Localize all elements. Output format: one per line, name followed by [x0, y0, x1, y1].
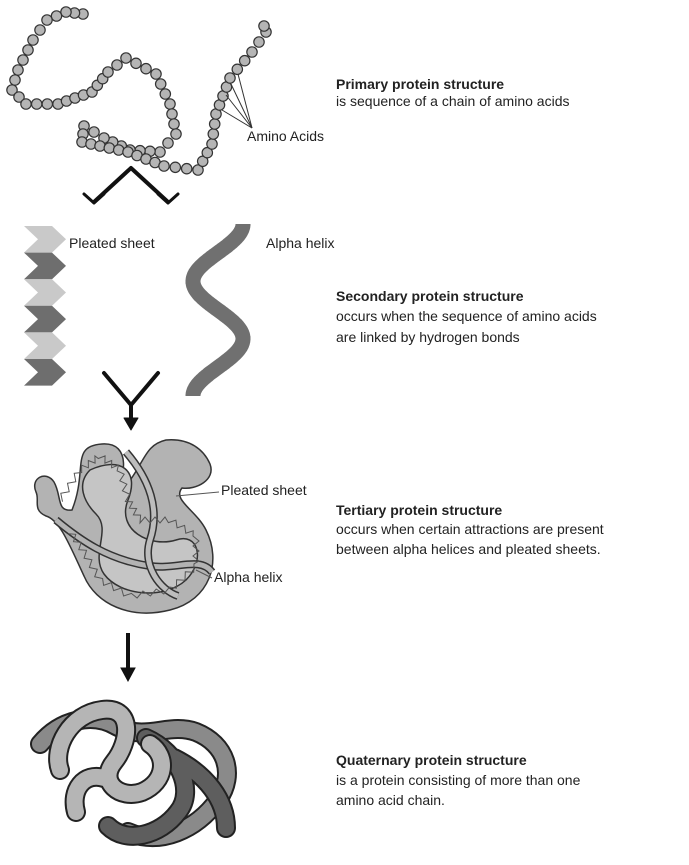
amino-acid-bead — [60, 6, 72, 18]
amino-acid-bead — [120, 52, 132, 64]
amino-acid-bead — [154, 146, 166, 158]
amino-acid-chain — [6, 6, 272, 176]
pleated-sheet-segment — [24, 279, 66, 306]
down-arrow — [120, 633, 136, 683]
amino-acid-bead — [246, 46, 258, 58]
primary-title: Primary protein structure — [336, 76, 504, 92]
amino-acid-bead — [169, 161, 182, 174]
amino-acid-bead — [17, 54, 29, 66]
tertiary-structure-text: Tertiary protein structure occurs when c… — [336, 502, 604, 557]
secondary-line-1: occurs when the sequence of amino acids — [336, 308, 597, 324]
quaternary-line-2: amino acid chain. — [336, 792, 445, 808]
amino-acids-label: Amino Acids — [247, 128, 324, 144]
amino-acid-bead — [27, 34, 39, 46]
tertiary-protein-shape — [33, 439, 220, 614]
pleated-sheet-segment — [24, 226, 66, 253]
amino-acid-bead — [164, 98, 176, 110]
amino-acid-bead — [30, 98, 43, 110]
pleated-sheet-segment — [24, 359, 66, 386]
amino-acid-bead — [170, 128, 182, 140]
amino-acid-bead — [162, 137, 174, 149]
amino-acid-bead — [12, 64, 24, 76]
amino-acid-bead — [159, 88, 172, 100]
secondary-title: Secondary protein structure — [336, 288, 524, 304]
amino-acids-pointer-lines — [221, 73, 253, 129]
pleated-sheet-label: Pleated sheet — [69, 235, 155, 251]
alpha-helix-label: Alpha helix — [266, 235, 335, 251]
amino-acid-bead — [20, 98, 32, 110]
amino-acid-bead — [111, 59, 123, 71]
amino-acid-bead — [150, 68, 162, 80]
amino-acid-bead — [238, 54, 251, 67]
amino-acid-bead — [258, 20, 270, 32]
amino-acid-bead — [206, 138, 218, 150]
amino-acid-bead — [112, 144, 125, 156]
pleated-sheet-segment — [24, 252, 66, 280]
amino-acid-bead — [22, 44, 34, 56]
quaternary-protein-shape — [30, 699, 237, 848]
amino-acid-bead — [50, 10, 63, 22]
quaternary-structure-text: Quaternary protein structure is a protei… — [336, 752, 581, 808]
amino-acid-bead — [201, 146, 214, 159]
amino-acid-bead — [168, 118, 180, 130]
amino-acid-bead — [94, 140, 106, 152]
amino-acid-bead — [192, 164, 204, 176]
merge-arrow — [102, 371, 160, 431]
amino-acid-bead — [180, 162, 193, 175]
primary-structure-text: Primary protein structure is sequence of… — [336, 76, 569, 109]
tertiary-title: Tertiary protein structure — [336, 502, 502, 518]
amino-acid-bead — [208, 118, 221, 130]
amino-acid-bead — [154, 78, 167, 90]
quaternary-title: Quaternary protein structure — [336, 752, 527, 768]
amino-acid-bead — [253, 36, 265, 48]
tertiary-line-2: between alpha helices and pleated sheets… — [336, 541, 601, 557]
amino-acid-bead — [41, 98, 54, 110]
pleated-sheet-segment — [24, 305, 66, 333]
amino-acid-bead — [130, 57, 142, 70]
amino-acid-bead — [224, 72, 236, 84]
pleated-sheet-segment — [24, 332, 66, 359]
amino-acid-bead — [158, 160, 170, 172]
amino-acid-bead — [231, 63, 244, 76]
amino-acid-bead — [207, 128, 220, 140]
tertiary-line-1: occurs when certain attractions are pres… — [336, 521, 604, 537]
amino-acid-bead — [166, 108, 178, 120]
primary-line-1: is sequence of a chain of amino acids — [336, 93, 569, 109]
quaternary-line-1: is a protein consisting of more than one — [336, 772, 581, 788]
amino-acid-bead — [41, 14, 53, 26]
secondary-structure-text: Secondary protein structure occurs when … — [336, 288, 597, 345]
tertiary-pleated-sheet-label: Pleated sheet — [221, 482, 307, 498]
amino-acid-bead — [102, 66, 114, 78]
secondary-line-2: are linked by hydrogen bonds — [336, 329, 520, 345]
amino-acid-bead — [6, 84, 18, 96]
amino-acid-bead — [9, 74, 21, 86]
pleated-sheet-shape — [24, 226, 66, 386]
amino-acid-bead — [13, 91, 25, 103]
amino-acid-bead — [34, 24, 46, 36]
split-arrow — [82, 166, 180, 205]
tertiary-alpha-helix-label: Alpha helix — [214, 569, 283, 585]
alpha-helix-shape — [185, 223, 251, 397]
amino-acid-bead — [140, 62, 152, 75]
amino-acid-bead — [103, 142, 116, 154]
amino-acid-bead — [88, 126, 100, 138]
